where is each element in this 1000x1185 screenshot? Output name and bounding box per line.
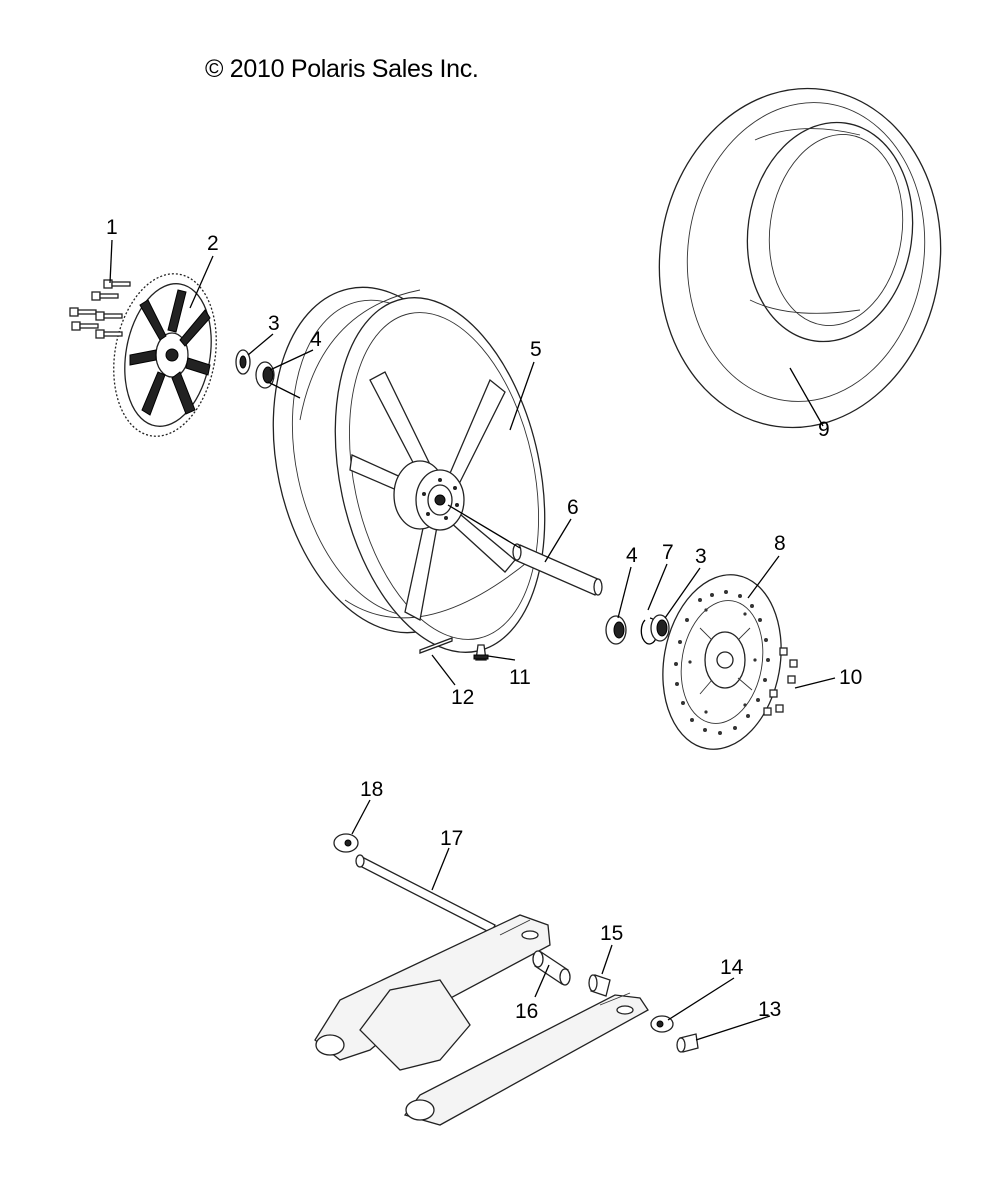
brake-disc-bolts xyxy=(763,647,798,716)
leader-lines xyxy=(109,239,836,1041)
sprocket-bolts xyxy=(69,279,131,339)
callout-15: 15 xyxy=(600,922,623,945)
callout-12: 12 xyxy=(451,686,474,709)
rear-axle xyxy=(355,854,496,934)
callout-4-right: 4 xyxy=(626,544,638,567)
axle-nut xyxy=(676,1033,699,1053)
axle-adjuster-left xyxy=(333,833,359,853)
callout-5: 5 xyxy=(530,338,542,361)
swingarm xyxy=(314,914,649,1126)
callout-17: 17 xyxy=(440,827,463,850)
callout-9: 9 xyxy=(818,418,830,441)
brake-disc xyxy=(662,574,782,750)
callout-3-left: 3 xyxy=(268,312,280,335)
callout-16: 16 xyxy=(515,1000,538,1023)
swingarm-bushing xyxy=(532,950,571,986)
callout-13: 13 xyxy=(758,998,781,1021)
callout-3-right: 3 xyxy=(695,545,707,568)
callout-10: 10 xyxy=(839,666,862,689)
callout-8: 8 xyxy=(774,532,786,555)
callout-6: 6 xyxy=(567,496,579,519)
wheel-bearing-right xyxy=(605,615,627,645)
axle-spacer xyxy=(512,543,603,596)
callout-labels: 1 2 3 4 5 6 4 7 3 8 9 10 11 12 18 17 15 … xyxy=(106,216,862,1023)
rear-sprocket xyxy=(113,273,217,437)
wheel-seal-right xyxy=(650,614,670,642)
swingarm-collar xyxy=(588,974,611,997)
wheel-bearing-left xyxy=(255,361,275,389)
tire xyxy=(658,87,942,429)
callout-1: 1 xyxy=(106,216,118,239)
callout-11: 11 xyxy=(509,666,531,689)
copyright-notice: © 2010 Polaris Sales Inc. xyxy=(205,55,479,83)
callout-18: 18 xyxy=(360,778,383,801)
callout-7: 7 xyxy=(662,541,674,564)
valve-stem xyxy=(473,644,489,661)
wheel-seal-left xyxy=(235,349,251,375)
callout-14: 14 xyxy=(720,956,744,979)
rear-wheel xyxy=(272,286,546,653)
callout-4-left: 4 xyxy=(310,328,322,351)
balance-weight xyxy=(419,637,453,654)
callout-2: 2 xyxy=(207,232,219,255)
axle-adjuster-right xyxy=(650,1015,674,1033)
